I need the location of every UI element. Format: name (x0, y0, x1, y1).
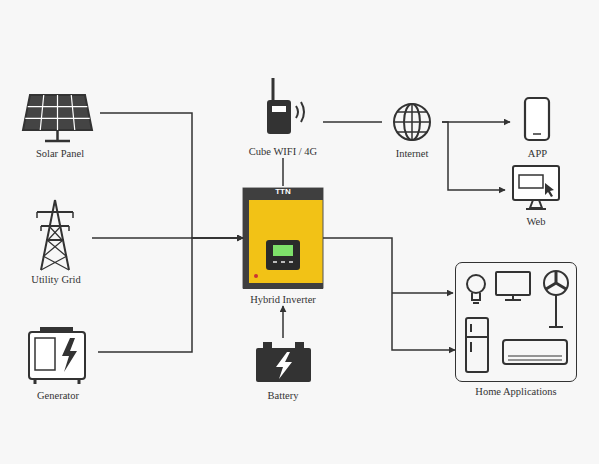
globe-icon (394, 104, 430, 140)
branch-wire (392, 292, 453, 294)
solar-panel-icon (23, 95, 92, 141)
tower-insulators (37, 212, 73, 231)
generator: Generator (18, 326, 98, 402)
inverter-bottom (243, 283, 323, 289)
app-node: APP (510, 95, 565, 160)
inverter-led (254, 274, 258, 278)
antenna-stick (272, 78, 275, 101)
monitor-screen (513, 166, 559, 200)
generator-body (29, 332, 85, 379)
tower-frame (37, 200, 73, 270)
node-label: Home Applications (446, 386, 586, 398)
connector (323, 121, 382, 123)
globe-outline (394, 104, 430, 140)
browser-window (519, 175, 543, 188)
tv-stand (505, 295, 521, 300)
bulb (467, 275, 485, 293)
generator-icon (29, 327, 85, 384)
connector (98, 238, 243, 352)
battery-bolt (276, 352, 292, 379)
solar-panel: Solar Panel (20, 88, 100, 160)
inverter-side (243, 200, 249, 288)
tower-bracing (41, 226, 69, 270)
battery-terminal (263, 342, 272, 348)
phone-button (533, 133, 541, 135)
phone-icon (525, 98, 549, 140)
connector (323, 238, 455, 350)
wifi-module: Cube WIFI / 4G (243, 76, 323, 158)
antenna-window (272, 106, 286, 112)
node-label: Battery (268, 390, 299, 402)
connector (442, 122, 505, 190)
monitor-icon (513, 166, 559, 209)
tv (496, 272, 530, 295)
inverter-screen (273, 245, 293, 256)
node-label: Web (527, 216, 546, 228)
panel-stand (45, 130, 70, 141)
inverter-top-cap (243, 188, 323, 200)
inverter-panel (266, 240, 300, 270)
fan-blades (546, 272, 566, 289)
fan-stand (549, 295, 563, 327)
fan-guard (544, 271, 568, 295)
bulb-base (472, 293, 480, 303)
node-label: Internet (396, 148, 429, 160)
battery-terminal (295, 342, 304, 348)
antenna-icon (267, 78, 304, 134)
connector (282, 158, 284, 186)
utility-grid: Utility Grid (20, 198, 92, 286)
internet-node: Internet (382, 98, 442, 160)
fridge (466, 318, 488, 372)
node-label: Cube WIFI / 4G (249, 146, 317, 158)
fridge-doors (466, 324, 488, 352)
generator-feet (35, 379, 79, 384)
brand-mark: TTN (243, 187, 323, 197)
signal-waves (296, 102, 304, 122)
battery-icon (256, 342, 311, 382)
connector (442, 121, 510, 123)
panel-body (23, 95, 92, 130)
panel-grid (25, 95, 89, 130)
node-label: Generator (37, 390, 79, 402)
globe-lines (394, 104, 430, 140)
node-label: Hybrid Inverter (250, 294, 316, 306)
antenna-body (267, 100, 291, 134)
air-conditioner (503, 340, 567, 364)
generator-panel (35, 338, 55, 370)
inverter-icon (243, 188, 323, 289)
web-node: Web (505, 163, 567, 228)
battery: Battery (248, 338, 318, 402)
home-box: Home Applications (455, 262, 577, 382)
appliance-icons (466, 271, 568, 372)
hybrid-inverter: TTN Hybrid Inverter (243, 186, 323, 306)
inverter-buttons (273, 261, 293, 263)
utility-tower-icon (37, 200, 73, 270)
connector (100, 113, 243, 238)
inverter-body (243, 188, 323, 288)
mouse-cursor (545, 183, 554, 197)
monitor-stand (526, 200, 546, 209)
node-label: APP (528, 148, 547, 160)
battery-body (256, 348, 311, 382)
node-label: Solar Panel (36, 148, 84, 160)
phone-body (525, 98, 549, 140)
node-label: Utility Grid (31, 274, 80, 286)
ac-vents (508, 356, 562, 360)
connector (282, 306, 284, 338)
generator-bolt (62, 338, 77, 372)
